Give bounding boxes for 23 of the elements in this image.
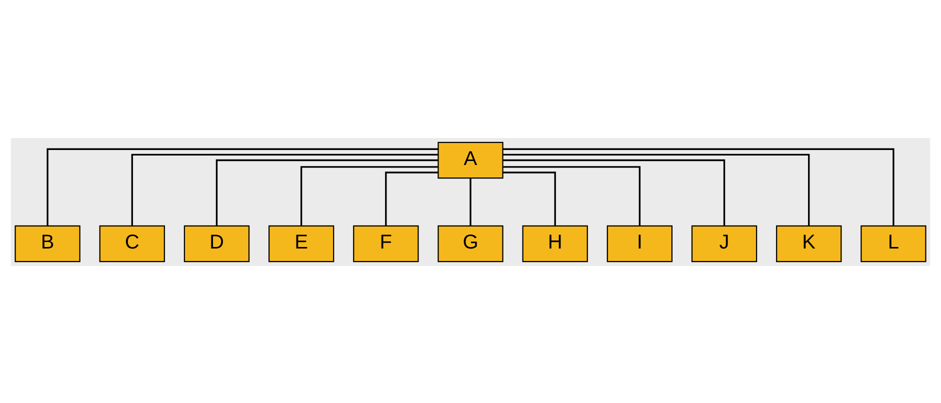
node-box: A	[438, 141, 504, 178]
connector	[300, 166, 438, 226]
connector	[502, 153, 810, 226]
node-box: J	[691, 224, 758, 262]
node-box: I	[606, 224, 673, 262]
connector	[385, 171, 438, 226]
connector	[503, 148, 894, 225]
node-box: B	[14, 224, 80, 262]
connector	[503, 166, 641, 226]
node-box: L	[860, 224, 926, 262]
connector	[131, 153, 438, 226]
node-box: H	[522, 224, 588, 262]
node-box: E	[268, 224, 334, 262]
node-box: D	[184, 224, 250, 262]
node-box: C	[99, 224, 165, 262]
node-box: K	[776, 224, 842, 262]
connector	[46, 148, 438, 225]
node-box: F	[353, 224, 419, 262]
node-box: G	[438, 224, 504, 262]
connector	[216, 158, 438, 226]
connector	[502, 171, 556, 226]
connector	[470, 178, 472, 226]
connector	[503, 158, 726, 226]
